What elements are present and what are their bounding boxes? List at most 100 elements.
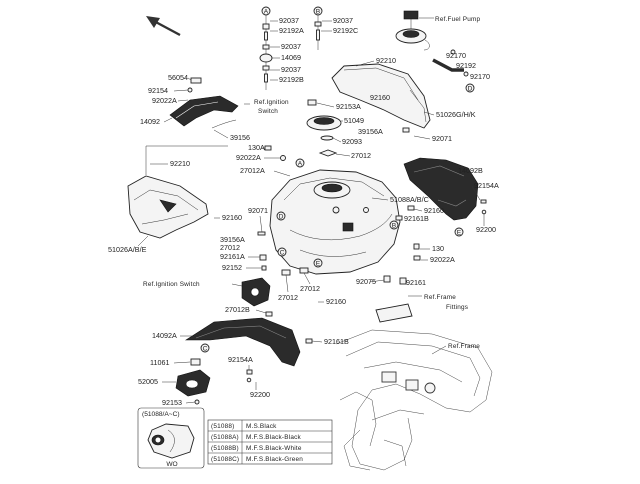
- callout-e-center: E: [316, 261, 321, 268]
- color-table-code-2: (51088B): [211, 445, 239, 452]
- label-14069: 14069: [281, 53, 301, 62]
- label-92154: 92154: [148, 86, 168, 95]
- ref-frame: Ref.Frame: [448, 343, 480, 350]
- label-92093: 92093: [342, 137, 362, 146]
- label-92210-left: 92210: [170, 159, 190, 168]
- label-92160-top: 92160: [370, 93, 390, 102]
- color-table-desc-1: M.F.S.Black-Black: [246, 434, 301, 441]
- label-92152: 92152: [222, 263, 242, 272]
- label-92037-a: 92037: [279, 16, 299, 25]
- label-92192: 92192: [456, 61, 476, 70]
- fuel-tank-51088: [269, 169, 401, 275]
- label-92071-mid: 92071: [248, 206, 268, 215]
- callout-b-tank: B: [392, 223, 397, 230]
- label-27012b: 27012B: [225, 305, 250, 314]
- ref-frame-fittings-b: Fittings: [446, 304, 468, 311]
- ref-ignition-switch-top: Ref.Ignition: [254, 99, 289, 106]
- label-92192c: 92192C: [333, 26, 358, 35]
- callout-c-detail: C: [203, 346, 208, 353]
- label-92037-b: 92037: [281, 42, 301, 51]
- label-27012-top: 27012: [351, 151, 371, 160]
- label-92022a-mid: 92022A: [236, 153, 261, 162]
- label-130: 130: [432, 244, 444, 253]
- label-14092b: 14092B: [458, 166, 483, 175]
- label-27012-c1: 27012: [278, 293, 298, 302]
- label-51026ghk: 51026G/H/K: [436, 110, 476, 119]
- label-51026abe: 51026A/B/E: [108, 245, 147, 254]
- label-92037-d: 92037: [333, 16, 353, 25]
- label-92075: 92075: [356, 277, 376, 286]
- right-side-cover: [403, 157, 479, 221]
- callout-a-tank: A: [298, 161, 303, 168]
- label-92161a: 92161A: [220, 252, 245, 261]
- label-92200-bottom: 92200: [250, 390, 270, 399]
- color-code-table: (51088) M.S.Black (51088A) M.F.S.Black-B…: [207, 419, 333, 465]
- label-92154a-bottom: 92154A: [228, 355, 253, 364]
- color-table-desc-0: M.S.Black: [246, 423, 277, 430]
- label-39156a-left: 39156A: [220, 235, 245, 244]
- label-14092a: 14092A: [152, 331, 177, 340]
- label-27012-c2: 27012: [300, 284, 320, 293]
- lower-trim-14092a: [184, 317, 301, 367]
- color-table-code-0: (51088): [211, 423, 234, 430]
- label-92160-mid: 92160: [222, 213, 242, 222]
- label-92022a-right: 92022A: [430, 255, 455, 264]
- label-92037-c: 92037: [281, 65, 301, 74]
- lock-assembly-detail: [175, 358, 211, 405]
- label-39156: 39156: [230, 133, 250, 142]
- ref-fuel-pump: Ref.Fuel Pump: [435, 16, 480, 23]
- label-92022a-top: 92022A: [152, 96, 177, 105]
- label-14092: 14092: [140, 117, 160, 126]
- inset-tank-top-view: (51088/A~C) WO: [137, 407, 205, 469]
- callout-d-top: D: [468, 86, 473, 93]
- color-table-code-1: (51088A): [211, 434, 239, 441]
- label-92161b-center: 92161B: [324, 337, 349, 346]
- color-table-desc-2: M.F.S.Black-White: [246, 445, 302, 452]
- ref-frame-fittings: Ref.Frame: [424, 294, 456, 301]
- label-92192a: 92192A: [279, 26, 304, 35]
- label-92161b-r: 92161B: [404, 214, 429, 223]
- ignition-switch-bracket: [241, 277, 271, 307]
- callout-d-tank: D: [279, 214, 284, 221]
- inset-title: (51088/A~C): [142, 411, 180, 418]
- label-27012-left: 27012: [220, 243, 240, 252]
- callout-c-tank: C: [280, 250, 285, 257]
- label-52005: 52005: [138, 377, 158, 386]
- label-92153: 92153: [162, 398, 182, 407]
- label-27012a: 27012A: [240, 166, 265, 175]
- right-upper-cover: [331, 63, 431, 129]
- label-92210-top: 92210: [376, 56, 396, 65]
- label-92160-r: 92160: [424, 206, 444, 215]
- label-56054: 56054: [168, 73, 188, 82]
- color-table-code-3: (51088C): [211, 456, 239, 463]
- callout-e-right: E: [457, 230, 462, 237]
- bolt-stack-a: A: [259, 6, 273, 90]
- label-130a: 130A: [248, 143, 265, 152]
- label-92170-a: 92170: [446, 51, 466, 60]
- upper-left-trim: [169, 77, 239, 129]
- label-92160-c: 92160: [326, 297, 346, 306]
- label-92154a-r: 92154A: [474, 181, 499, 190]
- label-92071-top: 92071: [432, 134, 452, 143]
- label-92161: 92161: [406, 278, 426, 287]
- ref-ignition-switch-lower: Ref.Ignition Switch: [143, 281, 200, 288]
- filler-cap-assembly: [306, 99, 342, 157]
- color-table-desc-3: M.F.S.Black-Green: [246, 456, 303, 463]
- label-92200-r: 92200: [476, 225, 496, 234]
- label-39156a-top: 39156A: [358, 127, 383, 136]
- bolt-stack-b: B: [313, 6, 323, 50]
- left-side-cover: [127, 175, 209, 239]
- fuel-pump-hose-group: D: [395, 10, 475, 93]
- label-92170-b: 92170: [470, 72, 490, 81]
- frame-reference: [335, 329, 493, 471]
- label-51088abc: 51088A/B/C: [390, 195, 429, 204]
- inset-note: WO: [166, 461, 177, 468]
- label-11061: 11061: [150, 358, 169, 367]
- ref-ignition-switch-top-b: Switch: [258, 108, 278, 115]
- front-direction-arrow-icon: [146, 16, 181, 37]
- label-92153a: 92153A: [336, 102, 361, 111]
- callout-a: A: [264, 9, 269, 16]
- callout-b: B: [316, 9, 321, 16]
